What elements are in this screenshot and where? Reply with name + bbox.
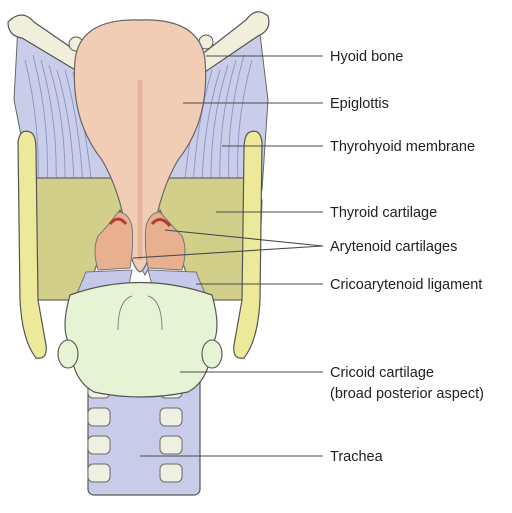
trachea-ring — [88, 408, 110, 426]
label-trachea: Trachea — [330, 449, 384, 465]
label-epiglottis: Epiglottis — [330, 96, 389, 112]
trachea-ring — [88, 464, 110, 482]
trachea-ring — [160, 464, 182, 482]
cricoid-lamina — [65, 283, 217, 398]
labels: Hyoid bone Epiglottis Thyrohyoid membran… — [330, 49, 484, 465]
label-thyroid-cartilage: Thyroid cartilage — [330, 205, 437, 221]
label-hyoid-bone: Hyoid bone — [330, 49, 403, 65]
trachea-ring — [88, 436, 110, 454]
label-cricoid-cartilage: Cricoid cartilage — [330, 365, 434, 381]
trachea-ring — [160, 408, 182, 426]
trachea-ring — [160, 436, 182, 454]
cricoid-facet-left — [58, 340, 78, 368]
label-cricoarytenoid-ligament: Cricoarytenoid ligament — [330, 277, 482, 293]
label-cricoid-cartilage-aspect: (broad posterior aspect) — [330, 386, 484, 402]
cricoid-facet-right — [202, 340, 222, 368]
label-arytenoid-cartilages: Arytenoid cartilages — [330, 239, 457, 255]
label-thyrohyoid-membrane: Thyrohyoid membrane — [330, 139, 475, 155]
cricoid-cartilage — [58, 283, 222, 398]
